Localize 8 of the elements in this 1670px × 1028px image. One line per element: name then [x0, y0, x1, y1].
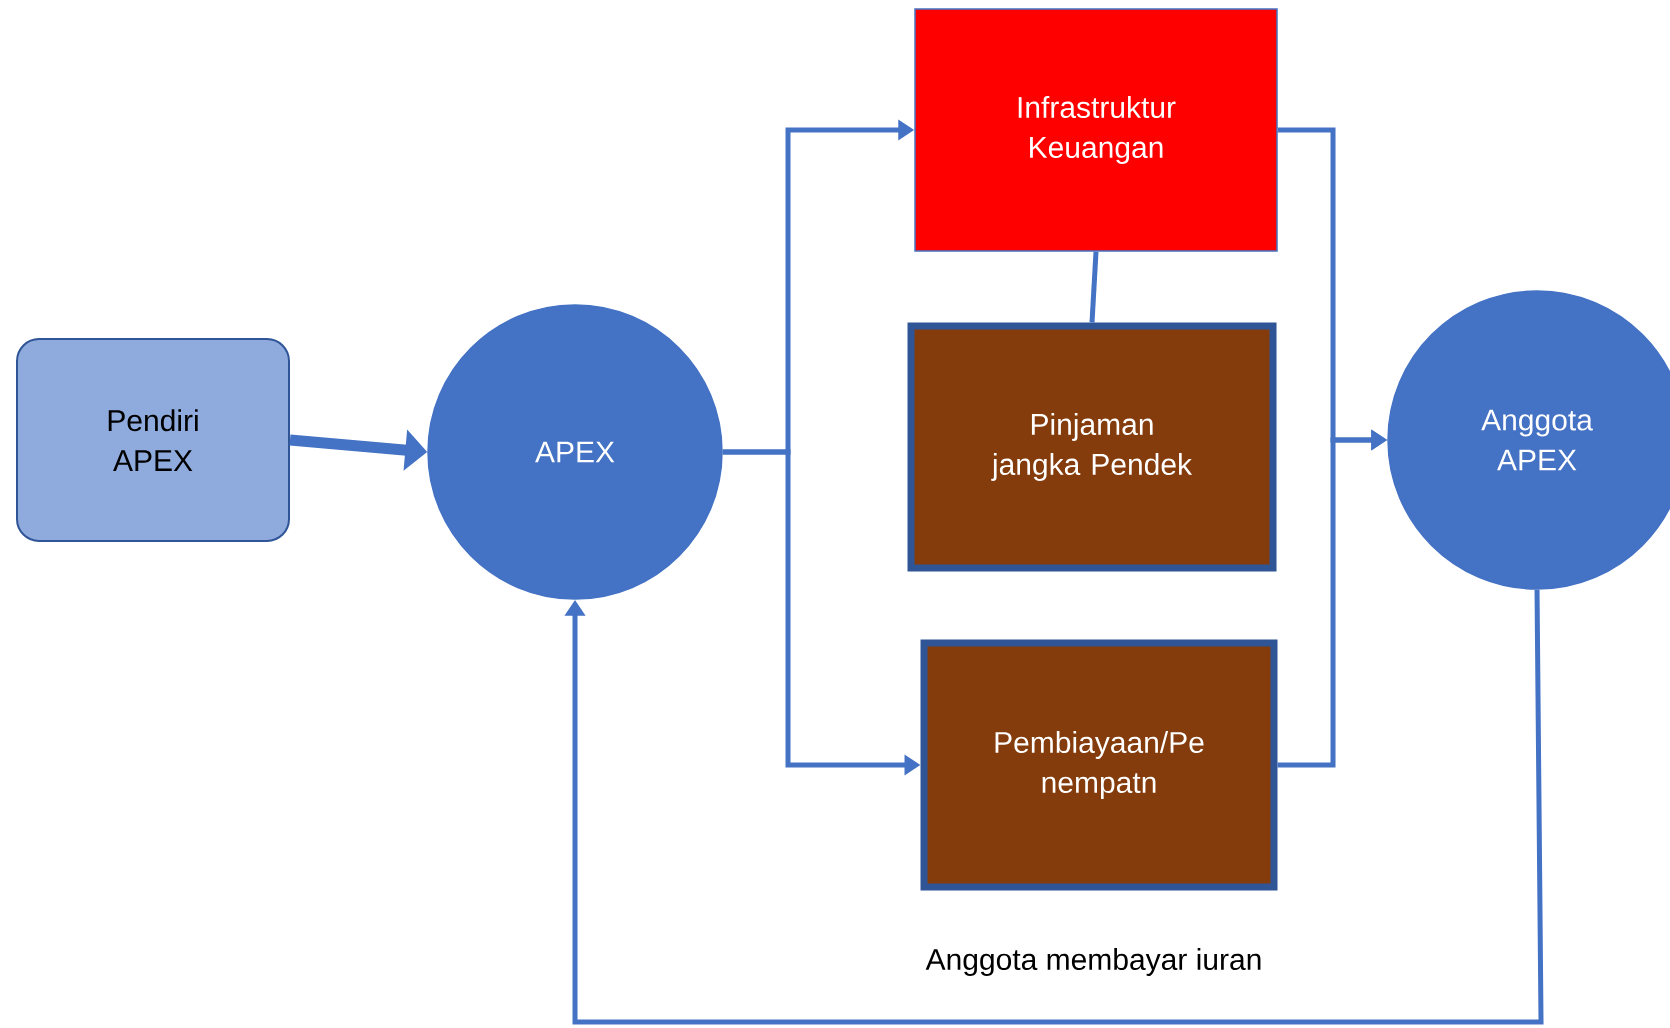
process-box: Pinjaman jangka Pendek [907, 322, 1277, 572]
circle-node: APEX [427, 304, 723, 600]
rounded-box: Pendiri APEX [16, 338, 290, 542]
process-box: Infrastruktur Keuangan [914, 8, 1278, 252]
circle-node: Anggota APEX [1387, 290, 1670, 590]
edge-label: Anggota membayar iuran [919, 942, 1269, 982]
process-box: Pembiayaan/Pe nempatn [920, 639, 1278, 891]
arrow [564, 589, 1544, 1025]
